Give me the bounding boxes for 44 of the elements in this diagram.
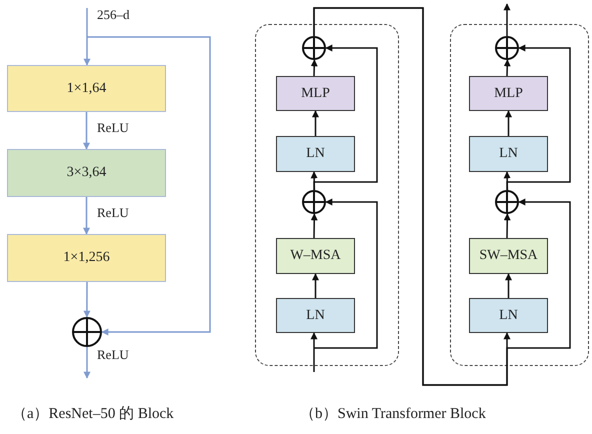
sum-circle [72, 317, 102, 347]
arrow [87, 36, 211, 336]
arrow [505, 110, 512, 136]
edge-label: ReLU [96, 206, 130, 220]
arrow [84, 347, 90, 379]
arrow [314, 198, 378, 349]
mlp-box: MLP [469, 76, 548, 111]
figure-caption: （a）ResNet–50 的 Block [12, 405, 174, 423]
sum-circle [495, 190, 519, 214]
arrow [504, 213, 511, 238]
attention-box: W–MSA [276, 238, 355, 274]
sum-circle [302, 190, 326, 214]
edge-label: ReLU [96, 348, 130, 362]
layer-norm-box: LN [469, 136, 548, 172]
arrow [83, 282, 90, 318]
mlp-box: MLP [276, 76, 355, 111]
arrow [313, 44, 378, 190]
block-container [255, 24, 399, 366]
arrow [310, 213, 318, 238]
conv-layer-box: 3×3,64 [7, 149, 166, 197]
arrow [83, 112, 90, 150]
layer-norm-box: LN [276, 136, 355, 172]
arrow [84, 8, 90, 66]
arrow [504, 3, 510, 36]
arrow [504, 59, 511, 76]
block-container [450, 24, 589, 366]
conv-layer-box: 1×1,64 [7, 65, 166, 112]
arrow [505, 273, 512, 298]
arrow [312, 110, 319, 136]
layer-norm-box: LN [469, 298, 548, 333]
sum-circle [495, 36, 519, 60]
conv-layer-box: 1×1,256 [7, 234, 166, 282]
edge-label: 256–d [96, 8, 130, 22]
attention-box: SW–MSA [469, 238, 548, 274]
arrow [83, 197, 90, 235]
arrow [312, 273, 319, 298]
layer-norm-box: LN [276, 298, 355, 333]
arrow [506, 44, 571, 190]
figure-caption: （b）Swin Transformer Block [300, 405, 486, 423]
arrow [310, 59, 318, 76]
arrow [313, 7, 571, 386]
edge-label: ReLU [96, 121, 130, 136]
arrow [310, 332, 318, 372]
sum-circle [302, 36, 326, 60]
